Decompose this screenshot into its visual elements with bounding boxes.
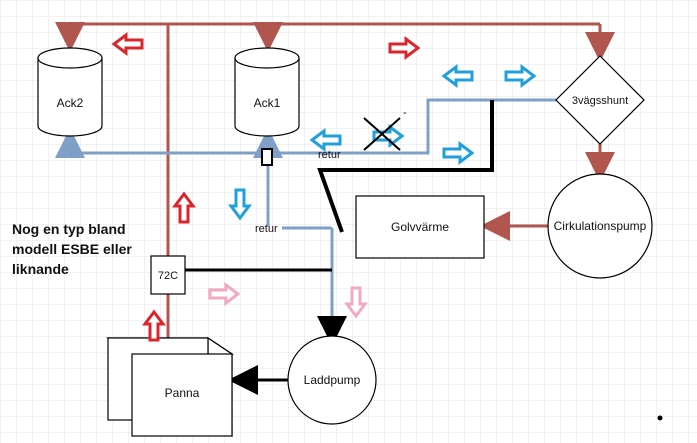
circulation-pump-label: Cirkulationspump: [554, 219, 647, 233]
flow-arrows: [111, 32, 537, 342]
circulation-pump[interactable]: Cirkulationspump: [547, 173, 653, 279]
black-bypass-pipe: [317, 100, 494, 233]
floor-heating-label: Golvvärme: [391, 220, 449, 234]
sensor-label: 72C: [158, 270, 178, 282]
flow-arrow-icon: [142, 309, 166, 342]
flow-arrow-icon: [228, 188, 252, 221]
shunt-label: 3vägsshunt: [572, 95, 628, 107]
shunt-valve[interactable]: 3vägsshunt: [555, 55, 645, 145]
floor-heating-box[interactable]: Golvvärme: [355, 195, 485, 259]
flow-arrow-icon: [388, 36, 421, 60]
boiler-label: Panna: [165, 386, 200, 400]
note-line-3: liknande: [12, 261, 69, 277]
charging-pump[interactable]: Laddpump: [287, 335, 377, 425]
dot-icon: [657, 415, 663, 421]
flow-arrow-icon: [172, 191, 196, 224]
flow-arrow-icon: [441, 64, 474, 88]
boiler-panna[interactable]: Panna: [106, 336, 234, 438]
black-pipes: [178, 100, 494, 395]
return-top-pipe: [55, 98, 556, 158]
note-line-2: modell ESBE eller: [12, 241, 132, 257]
temperature-sensor[interactable]: 72C: [150, 255, 186, 295]
flow-arrow-icon: [208, 282, 241, 306]
flow-arrow-icon: [309, 128, 342, 152]
cross-mark-icon: [363, 117, 401, 151]
note-line-1: Nog en typ bland: [12, 221, 126, 237]
flow-arrow-icon: [442, 141, 475, 165]
return-pipes: [55, 98, 556, 346]
return-label-top: retur: [318, 149, 341, 161]
charging-pump-label: Laddpump: [304, 373, 361, 387]
flow-arrow-icon: [344, 286, 368, 319]
ack1-tank[interactable]: Ack1: [234, 47, 300, 137]
check-valve-icon: [261, 148, 273, 166]
ack2-tank[interactable]: Ack2: [37, 47, 103, 137]
return-label-left: retur: [255, 223, 278, 235]
ack1-label: Ack1: [254, 96, 281, 110]
flow-arrow-icon: [111, 32, 144, 56]
ack2-label: Ack2: [57, 96, 84, 110]
flow-arrow-icon: [504, 64, 537, 88]
minus-label: -: [403, 107, 407, 119]
